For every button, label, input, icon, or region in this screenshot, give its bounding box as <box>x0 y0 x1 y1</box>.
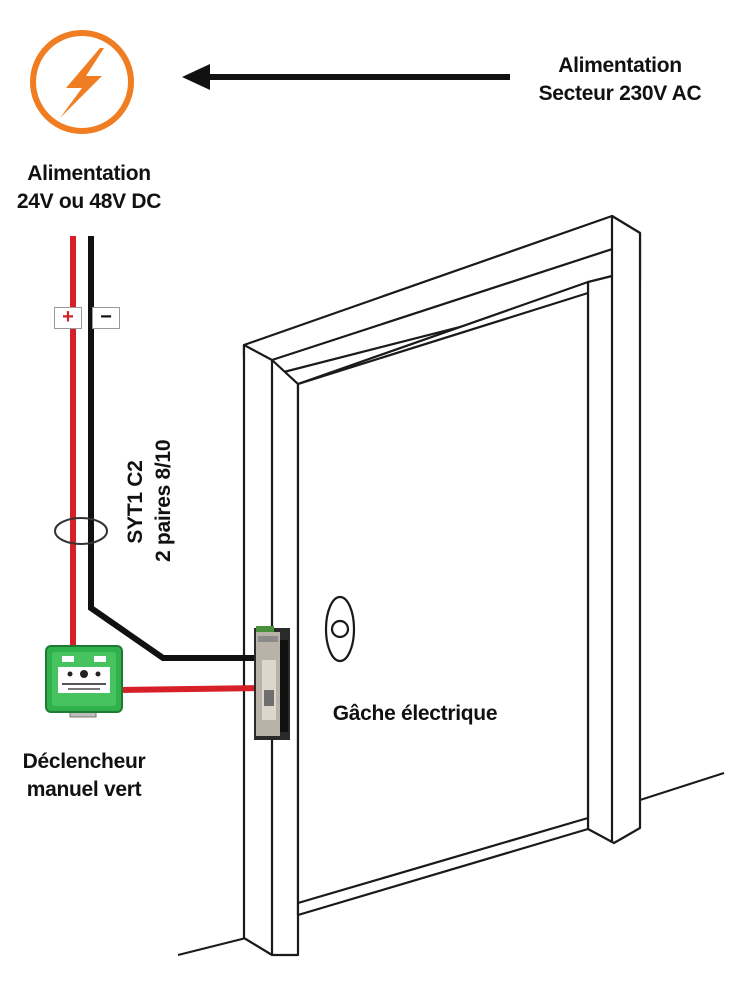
door-handle-icon <box>324 595 356 663</box>
mains-supply-line-1: Alimentation <box>558 54 682 77</box>
minus-terminal-badge: − <box>92 307 120 329</box>
negative-wire <box>88 236 262 661</box>
lightning-bolt-icon <box>30 30 134 134</box>
arrow-left-icon <box>182 64 510 90</box>
plus-terminal-badge: + <box>54 307 82 329</box>
cable-label: SYT1 C2 2 paires 8/10 <box>122 439 178 562</box>
door-leaf <box>296 280 590 917</box>
call-point-line-1: Déclencheur <box>22 750 146 773</box>
electric-strike-text: Gâche électrique <box>332 702 498 725</box>
dc-supply-line-1: Alimentation <box>27 162 151 185</box>
floor-line-right <box>639 772 725 801</box>
electric-strike-label: Gâche électrique <box>320 700 510 728</box>
call-point-line-2: manuel vert <box>26 778 142 801</box>
positive-wire-to-strike <box>119 685 263 693</box>
electric-strike-icon <box>254 626 290 740</box>
mains-supply-line-2: Secteur 230V AC <box>538 82 702 105</box>
call-point-label: Déclencheur manuel vert <box>0 748 168 804</box>
mains-supply-label: Alimentation Secteur 230V AC <box>520 52 720 108</box>
dc-supply-line-2: 24V ou 48V DC <box>16 190 162 213</box>
dc-supply-label: Alimentation 24V ou 48V DC <box>0 160 178 216</box>
cable-line-2: 2 paires 8/10 <box>152 439 175 562</box>
cable-line-1: SYT1 C2 <box>124 460 147 544</box>
green-call-point-icon <box>45 645 123 718</box>
cable-bundle-ring <box>54 517 108 545</box>
floor-line-left <box>177 937 247 956</box>
